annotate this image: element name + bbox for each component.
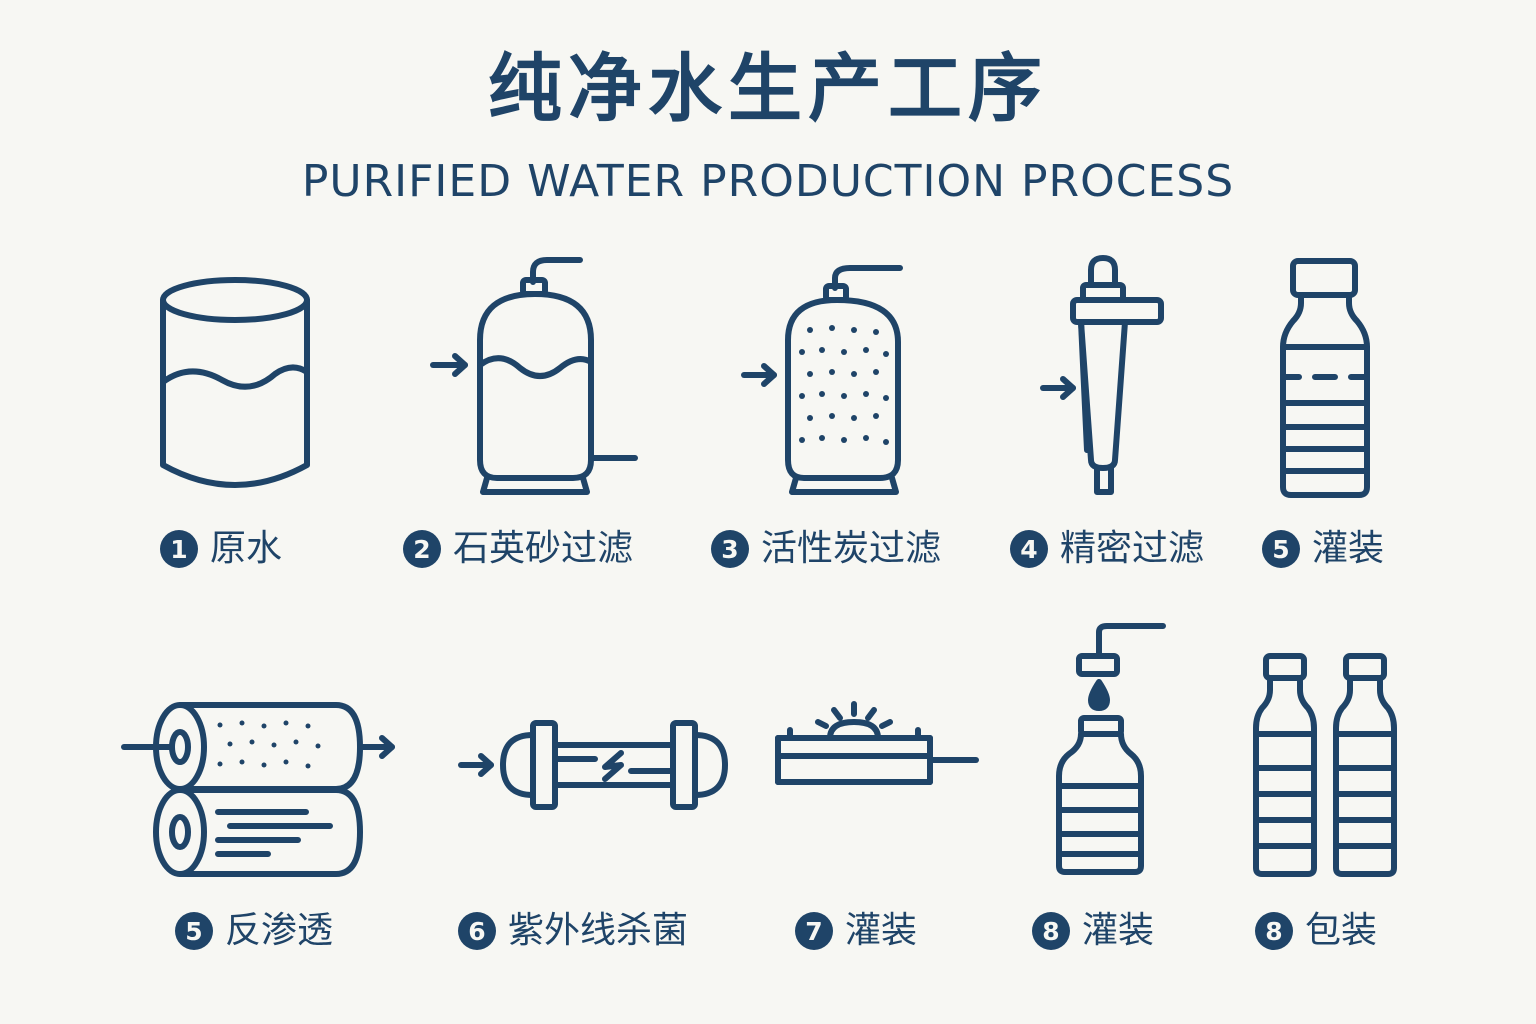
step-number-badge: 3: [711, 530, 749, 568]
step-number-badge: 5: [1262, 530, 1300, 568]
step-number-badge: 5: [175, 912, 213, 950]
step-number-badge: 2: [403, 530, 441, 568]
page-title: 纯净水生产工序: [488, 46, 1048, 132]
step-label-10: 8 包装: [1255, 906, 1377, 956]
step-label-text: 灌装: [845, 910, 918, 951]
uv-sterilizer-icon: [455, 715, 735, 815]
step-label-text: 包装: [1305, 910, 1378, 951]
step-number-badge: 1: [160, 530, 198, 568]
step-label-text: 石英砂过滤: [453, 528, 634, 569]
precision-filter-icon: [1035, 250, 1165, 500]
step-label-8: 7 灌装: [795, 906, 917, 956]
step-number-badge: 6: [458, 912, 496, 950]
page-subtitle: PURIFIED WATER PRODUCTION PROCESS: [301, 156, 1235, 207]
step-number-badge: 8: [1255, 912, 1293, 950]
step-label-5: 5 灌装: [1262, 524, 1384, 574]
step-label-text: 精密过滤: [1060, 528, 1205, 569]
step-label-1: 1 原水: [160, 524, 282, 574]
step-label-7: 6 紫外线杀菌: [458, 906, 688, 956]
step-label-3: 3 活性炭过滤: [711, 524, 941, 574]
step-number-badge: 8: [1032, 912, 1070, 950]
two-bottles-icon: [1250, 650, 1410, 880]
step-label-text: 活性炭过滤: [761, 528, 942, 569]
step-label-9: 8 灌装: [1032, 906, 1154, 956]
step-number-badge: 4: [1010, 530, 1048, 568]
step-label-6: 5 反渗透: [175, 906, 333, 956]
step-number-badge: 7: [795, 912, 833, 950]
bottle-icon: [1275, 255, 1375, 500]
step-label-2: 2 石英砂过滤: [403, 524, 633, 574]
step-label-text: 灌装: [1082, 910, 1155, 951]
step-label-text: 紫外线杀菌: [508, 910, 689, 951]
step-label-text: 反渗透: [225, 910, 334, 951]
step-label-4: 4 精密过滤: [1010, 524, 1204, 574]
water-tank-icon: [150, 270, 320, 500]
filling-tray-icon: [770, 700, 985, 790]
step-label-text: 灌装: [1312, 528, 1385, 569]
carbon-filter-icon: [740, 260, 920, 500]
sand-filter-icon: [425, 250, 645, 500]
filling-nozzle-icon: [1045, 620, 1175, 885]
reverse-osmosis-icon: [120, 700, 400, 885]
step-label-text: 原水: [210, 528, 283, 569]
